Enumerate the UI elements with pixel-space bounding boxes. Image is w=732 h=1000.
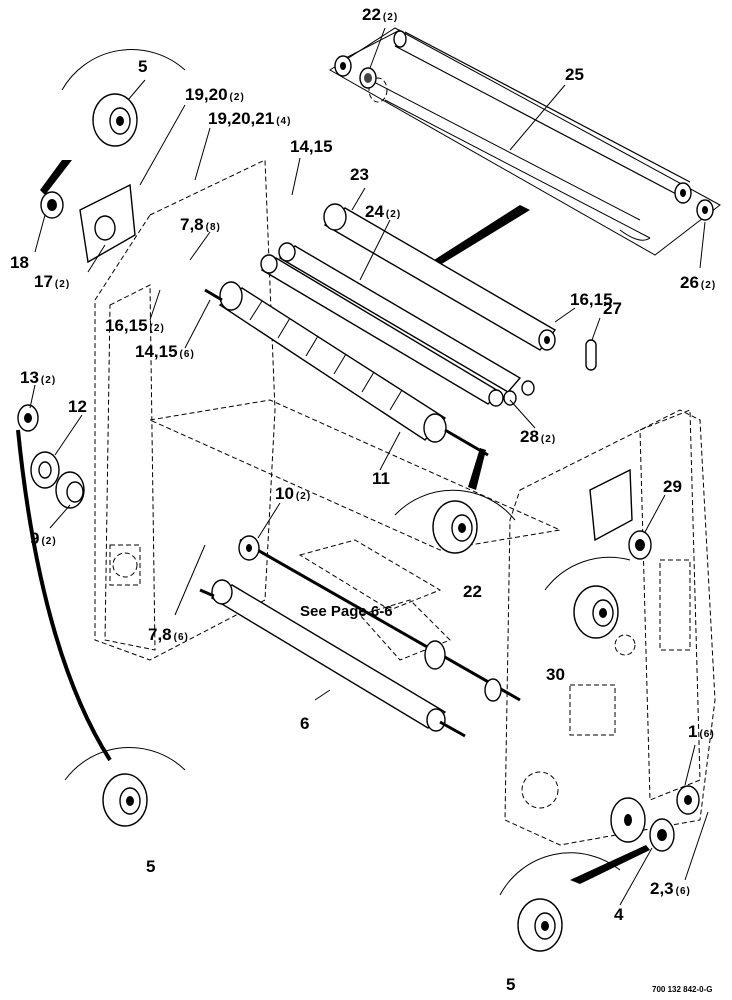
detail-bearing-22-mid [394, 448, 516, 554]
detail-bearing-30 [544, 556, 631, 639]
figure-number: 700 132 842-0-G [652, 985, 713, 994]
detail-bearing-5-top [40, 49, 186, 195]
roller-11 [204, 281, 489, 457]
callout-18: 18 [10, 253, 29, 272]
callout-12: 12 [68, 397, 87, 416]
callout-25: 25 [565, 65, 584, 84]
callout-19-20: 19,20(2) [185, 85, 245, 104]
callout-26: 26(2) [680, 273, 716, 292]
callout-30: 30 [546, 665, 565, 684]
callout-4: 4 [614, 905, 624, 924]
roller-6 [199, 579, 466, 738]
roller-23 [323, 203, 557, 351]
callout-17: 17(2) [34, 272, 70, 291]
callout-5-top: 5 [138, 57, 147, 76]
callout-10: 10(2) [275, 484, 311, 503]
bracket-right [589, 468, 633, 542]
bracket-17 [79, 183, 136, 264]
bearing-18 [40, 191, 64, 219]
detail-bearing-5-lower-left [16, 429, 186, 827]
callout-16-15-right: 16,15 [570, 290, 613, 309]
bushing-28 [503, 380, 535, 406]
bearing-1 [676, 785, 700, 815]
callout-28: 28(2) [520, 427, 556, 446]
roller-24-a [278, 242, 522, 393]
callout-14-15-left: 14,15(6) [135, 342, 195, 361]
callout-6: 6 [300, 714, 309, 733]
callout-11: 11 [372, 469, 390, 488]
callout-29: 29 [663, 477, 682, 496]
callout-14-15-top: 14,15 [290, 137, 333, 156]
bearing-29 [628, 530, 652, 560]
callout-2-3: 2,3(6) [650, 879, 691, 898]
tray-pointer [434, 205, 530, 265]
upper-roller-tray [329, 27, 721, 256]
bearing-13 [17, 404, 39, 432]
roller-bearing-22-top-left [334, 55, 352, 77]
sprocket-12 [30, 451, 60, 489]
see-page-note: See Page 6-6 [300, 603, 393, 620]
callout-labels: 22(2) 25 5 19,20(2) 19,20,21(4) 14,15 23… [10, 5, 716, 994]
right-side-frame [504, 409, 716, 846]
lower-cross-member [148, 399, 562, 551]
callout-7-8-bottom: 7,8(6) [148, 625, 189, 644]
roller-24-b [260, 254, 504, 407]
washer-10 [238, 535, 260, 561]
roller-bearing-26-b [696, 199, 714, 221]
callout-1: 1(6) [688, 722, 715, 741]
callout-5-lower-left: 5 [146, 857, 155, 876]
link-27 [585, 339, 597, 371]
callout-22-top: 22(2) [362, 5, 398, 24]
callout-27: 27 [603, 299, 622, 318]
callout-19-20-21: 19,20,21(4) [208, 109, 291, 128]
callout-5-lower-right: 5 [506, 975, 515, 994]
roller-bearing-22-top [359, 67, 377, 89]
callout-7-8-top: 7,8(8) [180, 215, 221, 234]
callout-23: 23 [350, 165, 369, 184]
callout-24: 24(2) [365, 202, 401, 221]
callout-13: 13(2) [20, 368, 56, 387]
leader-lines [29, 27, 709, 906]
left-side-frame [94, 159, 276, 661]
callout-9: 9(2) [30, 529, 57, 548]
callout-22-mid: 22 [463, 582, 482, 601]
callout-16-15-left: 16,15(2) [105, 316, 165, 335]
detail-bearing-5-lower-right [499, 845, 650, 952]
roller-bearing-26-a [674, 182, 692, 204]
pulley-right [610, 797, 646, 843]
pulley-9 [55, 471, 85, 509]
sprocket-4 [649, 818, 675, 852]
